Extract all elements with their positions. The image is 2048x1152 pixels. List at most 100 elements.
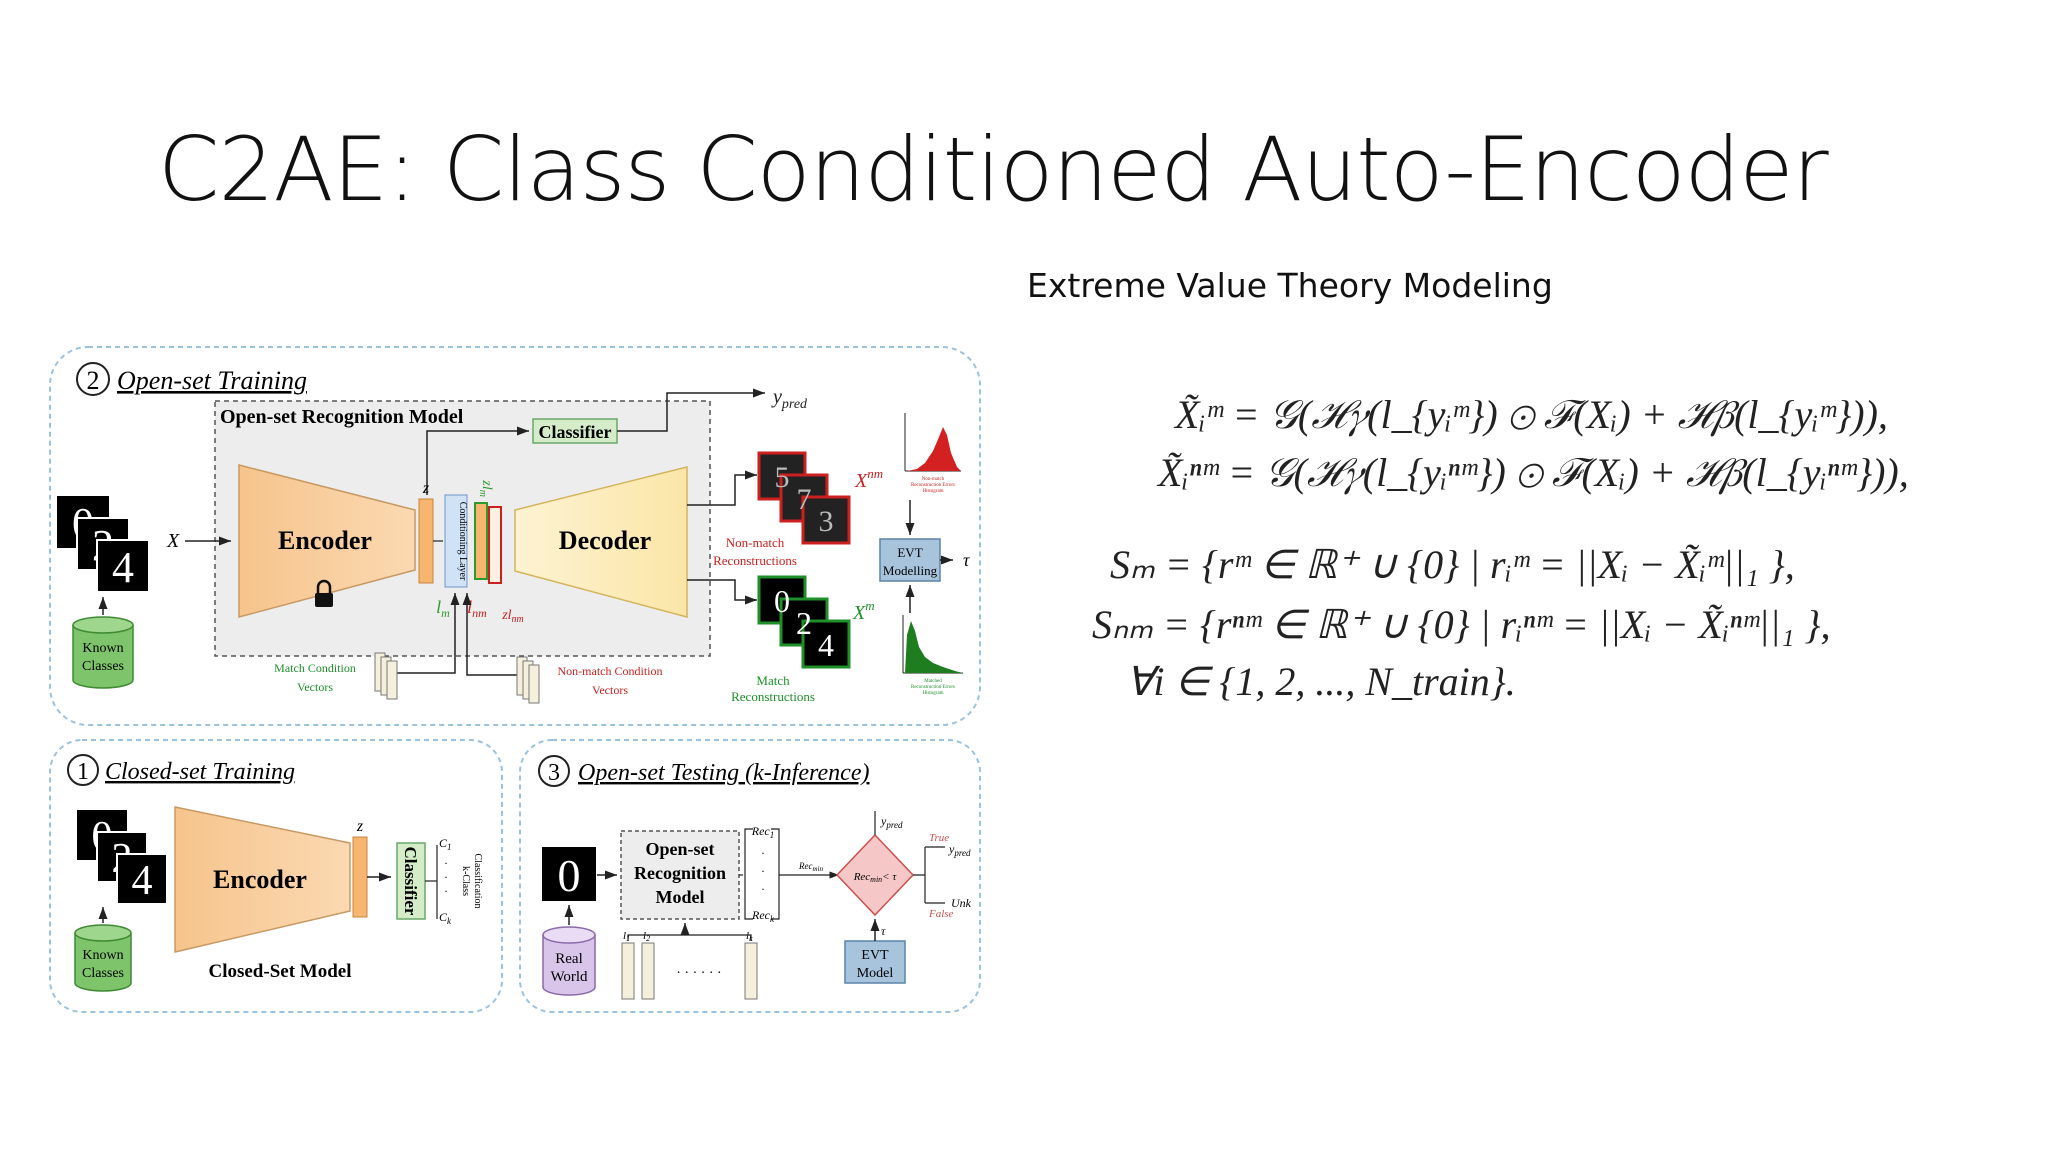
decoder-shape (514, 466, 688, 618)
svg-text:Non-match: Non-match (726, 535, 785, 550)
svg-text:Model: Model (857, 966, 894, 981)
input-digit-stack: 0 2 4 (77, 810, 168, 905)
svg-text:Vectors: Vectors (297, 680, 333, 694)
svg-text:Histogram: Histogram (922, 489, 943, 494)
panel-title: Closed-set Training (105, 759, 295, 785)
conditioning-layer (444, 494, 468, 588)
svg-text:Reconstructions: Reconstructions (713, 553, 797, 568)
svg-text:Reconstruction Errors: Reconstruction Errors (911, 483, 955, 488)
svg-text:False: False (928, 908, 954, 920)
panel-title: Open-set Testing (k-Inference) (578, 760, 869, 786)
svg-text:lk: lk (746, 930, 753, 943)
z-label: z (356, 818, 364, 835)
svg-text:0: 0 (558, 850, 581, 901)
svg-text:C1: C1 (439, 836, 452, 852)
svg-text:l2: l2 (643, 930, 650, 943)
evt-model-box (844, 940, 906, 984)
svg-text:Classes: Classes (82, 966, 124, 981)
svg-text:Open-set: Open-set (646, 839, 715, 859)
svg-text:Match Condition: Match Condition (274, 661, 356, 675)
match-condition-vectors (374, 652, 398, 700)
svg-text:Classification: Classification (472, 854, 483, 909)
evt-equations: X̃ᵢᵐ = 𝒢(ℋ𝛾(l_{yᵢᵐ}) ⊙ ℱ(Xᵢ) + ℋ𝛽(l_{yᵢᵐ… (1092, 392, 1909, 704)
svg-text:Recmin< τ: Recmin< τ (853, 871, 898, 884)
classifier-label: Classifier (539, 422, 612, 442)
svg-text:2: 2 (796, 605, 812, 641)
svg-text:Known: Known (82, 948, 123, 963)
svg-text:ypred: ypred (880, 814, 903, 830)
equation-s-nm: Sₙₘ = {rⁿᵐ ∈ ℝ⁺ ∪ {0} | rᵢⁿᵐ = ||Xᵢ − X̃… (1092, 602, 1830, 647)
svg-text:4: 4 (112, 543, 134, 592)
encoder-label: Encoder (213, 865, 307, 894)
svg-text:Match: Match (756, 673, 790, 688)
match-histogram: Matched Reconstruction Errors Histogram (902, 615, 963, 696)
zl-m-bar (474, 502, 488, 580)
svg-text:·: · (444, 856, 448, 870)
svg-text:Reconstructions: Reconstructions (731, 689, 815, 704)
closed-set-model-label: Closed-Set Model (208, 961, 351, 982)
svg-text:Non-match: Non-match (922, 477, 945, 482)
svg-text:·: · (444, 870, 448, 884)
svg-text:Rec1: Rec1 (751, 824, 774, 840)
l-nm-label: lnm (467, 597, 487, 620)
open-set-model-box (620, 830, 740, 920)
svg-text:Recognition: Recognition (634, 863, 726, 883)
svg-text:True: True (929, 832, 949, 844)
equation-nonmatch-reconstruction: X̃ᵢⁿᵐ = 𝒢(ℋ𝛾(l_{yᵢⁿᵐ}) ⊙ ℱ(Xᵢ) + ℋ𝛽(l_{y… (1156, 450, 1909, 495)
panel-number: 3 (548, 760, 560, 786)
panel-number: 2 (87, 366, 100, 395)
svg-text:4: 4 (132, 858, 153, 904)
non-match-reconstructions: 5 7 3 (757, 451, 851, 545)
panel-closed-set-training: 1 Closed-set Training 0 2 4 Known Classe… (49, 739, 503, 1013)
svg-text:τ: τ (881, 924, 886, 938)
zl-nm-bar (488, 506, 502, 584)
panel-title: Open-set Training (117, 366, 307, 395)
zl-nm-label: zlnm (501, 608, 524, 625)
svg-text:Non-match Condition: Non-match Condition (558, 664, 663, 678)
non-match-condition-vectors (516, 656, 540, 704)
test-digit (542, 847, 596, 901)
svg-text:EVT: EVT (861, 948, 889, 963)
svg-text:Real: Real (555, 951, 583, 967)
svg-text:· · · · · ·: · · · · · · (676, 966, 721, 981)
slide-title: C2AE: Class Conditioned Auto-Encoder (158, 118, 1829, 221)
svg-text:4: 4 (818, 627, 834, 663)
l-m-label: lm (436, 597, 450, 620)
y-pred-label: ypred (771, 386, 808, 412)
match-reconstructions: 0 2 4 (757, 575, 851, 669)
svg-text:EVT: EVT (897, 545, 922, 560)
lock-icon (315, 579, 333, 607)
svg-text:5: 5 (775, 461, 790, 494)
known-classes-db: Known Classes (72, 616, 134, 689)
svg-text:Modelling: Modelling (883, 563, 938, 578)
input-x-label: X (166, 530, 180, 552)
x-m-label: Xm (852, 598, 875, 624)
latent-z-bar (418, 498, 434, 584)
svg-text:World: World (550, 969, 588, 985)
svg-text:0: 0 (774, 583, 790, 619)
svg-text:·: · (761, 846, 765, 860)
svg-text:Conditioning Layer: Conditioning Layer (457, 502, 468, 581)
svg-text:Histogram: Histogram (922, 691, 943, 696)
svg-text:Model: Model (656, 887, 705, 907)
x-nm-label: Xnm (854, 466, 883, 492)
svg-text:Recmin: Recmin (798, 861, 824, 873)
encoder-label: Encoder (278, 526, 372, 555)
svg-text:Ck: Ck (439, 910, 452, 926)
classifier-box (396, 842, 426, 920)
svg-text:Unk: Unk (951, 896, 972, 910)
svg-text:7: 7 (797, 483, 812, 516)
latent-z-bar (352, 836, 368, 918)
real-world-db: Real World (542, 926, 596, 996)
equation-forall: ∀i ∈ {1, 2, ..., N_train}. (1126, 659, 1516, 704)
svg-text:l1: l1 (623, 930, 630, 943)
svg-text:Classes: Classes (82, 659, 124, 674)
svg-text:Reck: Reck (751, 908, 775, 924)
svg-text:Vectors: Vectors (592, 683, 628, 697)
svg-text:·: · (444, 884, 448, 898)
equation-s-m: Sₘ = {rᵐ ∈ ℝ⁺ ∪ {0} | rᵢᵐ = ||Xᵢ − X̃ᵢᵐ|… (1110, 542, 1795, 587)
svg-text:Matched: Matched (924, 679, 942, 684)
svg-text:ypred: ypred (948, 842, 971, 858)
decoder-label: Decoder (559, 526, 651, 555)
input-digit-stack: 0 2 4 (57, 496, 150, 593)
